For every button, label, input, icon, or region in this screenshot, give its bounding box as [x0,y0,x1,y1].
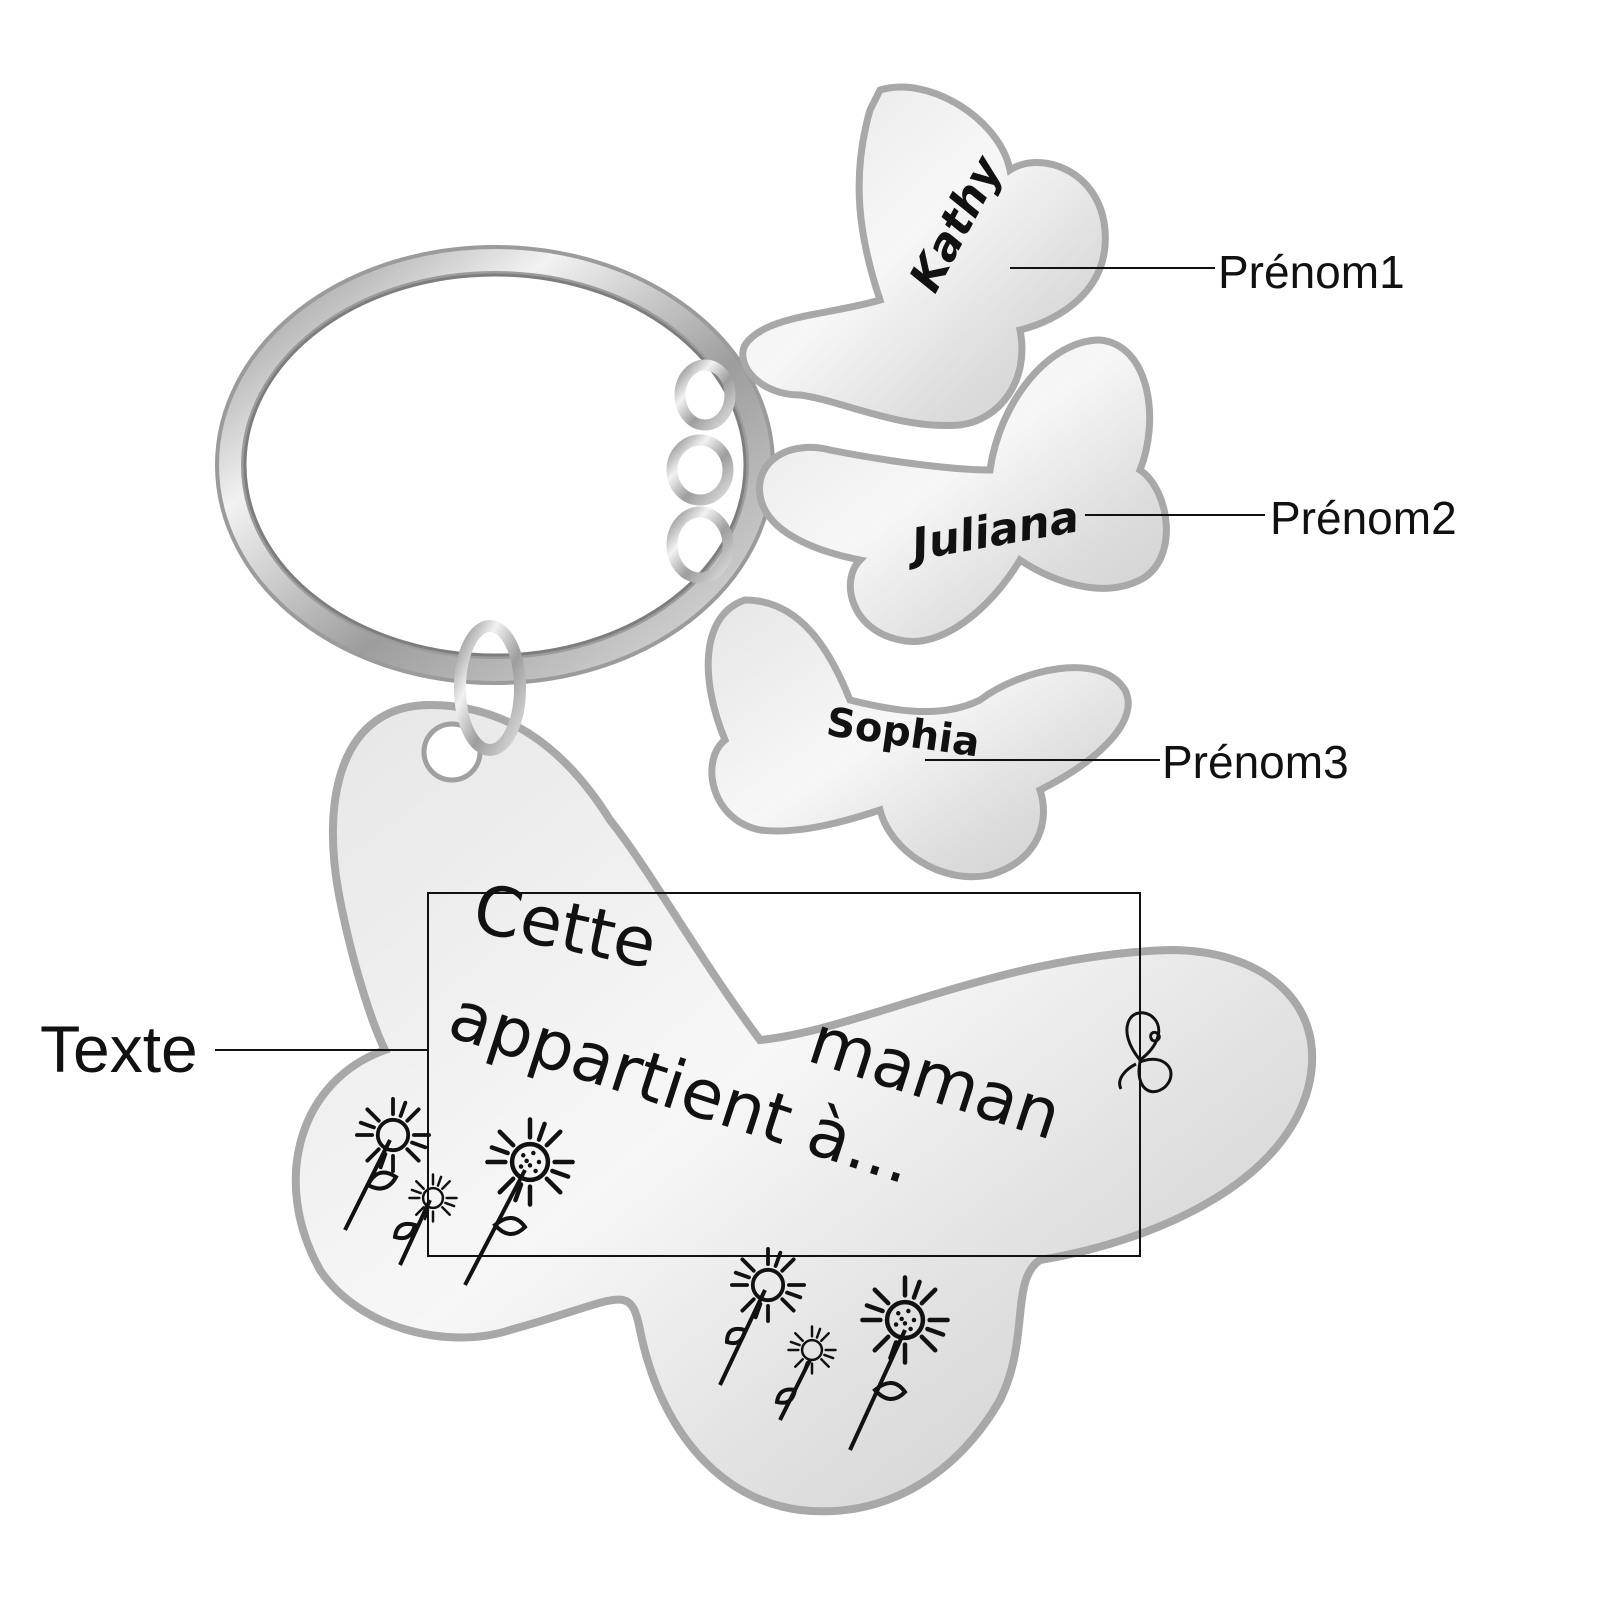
charm-butterfly-3 [704,596,1132,881]
main-tag-jump-ring [454,620,526,756]
charm2-jump-ring [666,434,734,506]
callout-text: Texte [40,1012,198,1086]
charm-butterfly-2 [756,336,1170,645]
callout-name3: Prénom3 [1162,736,1349,788]
callout-name1: Prénom1 [1218,246,1405,298]
charm-butterfly-1 [739,83,1109,430]
callout-lines [215,267,1265,1257]
charm1-jump-ring [674,359,736,431]
callout-name2: Prénom2 [1270,492,1457,544]
charm3-jump-ring [666,506,734,584]
key-ring [215,245,775,685]
flower-doodles [343,1097,948,1451]
